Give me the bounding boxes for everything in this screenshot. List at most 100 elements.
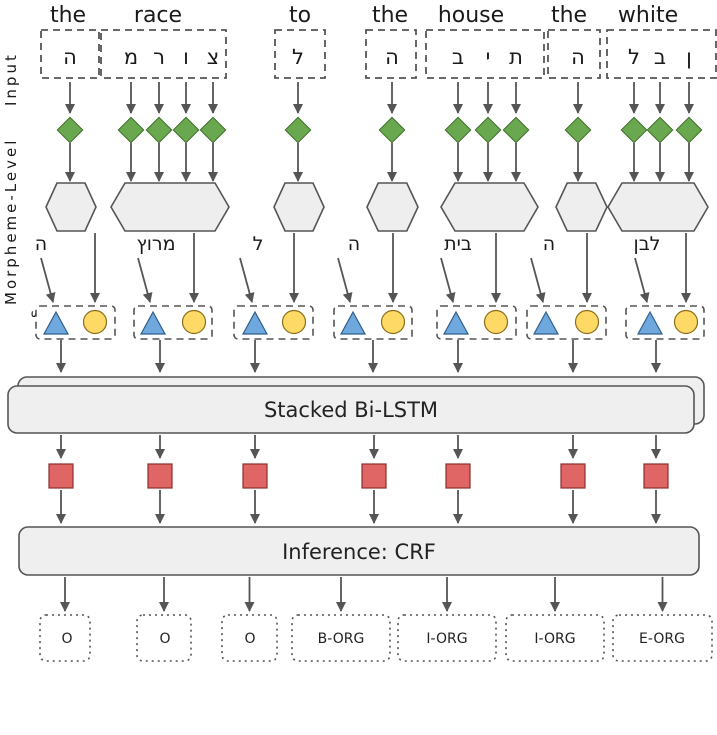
bilstm-label: Stacked Bi-LSTM bbox=[264, 398, 438, 422]
input-letter: ב bbox=[654, 45, 666, 69]
output-tag-box bbox=[505, 614, 605, 662]
char-embedding-diamond bbox=[444, 116, 472, 144]
output-tag-label: I-ORG bbox=[426, 631, 467, 647]
morpheme-text: ל bbox=[253, 233, 264, 255]
char-embedding-diamond bbox=[284, 116, 312, 144]
char-embedding-diamond bbox=[620, 116, 648, 144]
output-tag-box bbox=[291, 614, 391, 662]
input-letter: י bbox=[486, 45, 491, 69]
morpheme-text: לבן bbox=[634, 233, 661, 255]
english-word: the bbox=[372, 3, 408, 28]
input-letter: ת bbox=[509, 45, 523, 69]
char-embedding-diamond bbox=[564, 116, 592, 144]
input-letter-box bbox=[40, 29, 100, 79]
arrow bbox=[239, 257, 255, 303]
char-embedding-diamond bbox=[56, 116, 84, 144]
output-tag-label: O bbox=[244, 631, 255, 647]
output-column-6: I-ORG bbox=[505, 435, 605, 662]
output-tag-box bbox=[221, 614, 278, 662]
morpheme-embedding-triangle bbox=[532, 310, 560, 335]
morpheme-hexagon bbox=[45, 182, 97, 232]
morpheme-text: מרוץ bbox=[136, 233, 175, 255]
output-tag-box bbox=[612, 614, 713, 662]
english-word: the bbox=[50, 3, 86, 28]
english-word: white bbox=[618, 3, 678, 28]
side-label-morpheme-level: Morpheme-Level bbox=[2, 138, 20, 305]
input-letter: צ bbox=[207, 45, 219, 69]
input-letter: ה bbox=[63, 45, 77, 69]
output-tag-label: O bbox=[159, 631, 170, 647]
morpheme-hexagon bbox=[607, 182, 709, 232]
morpheme-text: ה bbox=[348, 233, 360, 255]
bilstm-block: Stacked Bi-LSTM bbox=[7, 376, 705, 434]
lstm-output-square bbox=[361, 463, 387, 489]
side-label-extra: s bbox=[26, 307, 44, 318]
word-embedding-circle bbox=[483, 309, 509, 335]
input-letter-box bbox=[100, 29, 227, 79]
char-embedding-diamond bbox=[646, 116, 674, 144]
word-embedding-circle bbox=[281, 309, 307, 335]
char-embedding-diamond bbox=[199, 116, 227, 144]
english-word: the bbox=[551, 3, 587, 28]
english-word: house bbox=[438, 3, 504, 28]
input-letter: מ bbox=[124, 45, 138, 69]
lstm-output-square bbox=[445, 463, 471, 489]
char-embedding-diamond bbox=[502, 116, 530, 144]
morpheme-hexagon bbox=[440, 182, 539, 232]
morpheme-embedding-triangle bbox=[139, 310, 167, 335]
bilstm-front-bar bbox=[7, 385, 695, 434]
output-column-1: O bbox=[39, 435, 91, 662]
crf-block: Inference: CRF bbox=[18, 526, 700, 576]
morpheme-embedding-triangle bbox=[42, 310, 70, 335]
morpheme-text: ה bbox=[543, 233, 555, 255]
output-tag-box bbox=[39, 614, 91, 662]
char-embedding-diamond bbox=[172, 116, 200, 144]
english-word: to bbox=[289, 3, 311, 28]
output-column-7: E-ORG bbox=[612, 435, 713, 662]
morpheme-embedding-triangle bbox=[636, 310, 664, 335]
arrow bbox=[137, 257, 153, 303]
morpheme-hexagon bbox=[273, 182, 325, 232]
crf-bar bbox=[18, 526, 700, 576]
input-letter: ר bbox=[153, 45, 165, 69]
morpheme-embedding-triangle bbox=[241, 310, 269, 335]
lstm-output-square bbox=[560, 463, 586, 489]
input-letter: ן bbox=[686, 45, 692, 69]
morpheme-text: בית bbox=[444, 233, 472, 255]
output-tag-box bbox=[397, 614, 497, 662]
crf-label: Inference: CRF bbox=[282, 540, 436, 564]
morpheme-embedding-triangle bbox=[339, 310, 367, 335]
input-letter: ל bbox=[292, 45, 304, 69]
lstm-output-square bbox=[242, 463, 268, 489]
output-tag-label: I-ORG bbox=[534, 631, 575, 647]
char-embedding-diamond bbox=[474, 116, 502, 144]
morpheme-hexagon bbox=[110, 182, 230, 232]
char-embedding-diamond bbox=[675, 116, 703, 144]
token-column-4: the ה ה bbox=[333, 3, 419, 373]
side-label-input: Input bbox=[2, 52, 20, 106]
output-tag-label: O bbox=[61, 631, 72, 647]
arrow bbox=[40, 257, 56, 303]
english-word: race bbox=[134, 3, 182, 28]
word-embedding-circle bbox=[181, 309, 207, 335]
token-column-3: to ל ל bbox=[233, 3, 326, 373]
input-letter-box bbox=[606, 29, 717, 79]
morpheme-hexagon bbox=[555, 182, 608, 232]
arrow bbox=[530, 257, 546, 303]
char-embedding-diamond bbox=[145, 116, 173, 144]
output-column-2: O bbox=[136, 435, 192, 662]
morpheme-embedding-triangle bbox=[442, 310, 470, 335]
input-letter-box bbox=[547, 29, 601, 79]
input-letter: ב bbox=[452, 45, 464, 69]
input-letter-box bbox=[274, 29, 326, 79]
word-embedding-circle bbox=[82, 309, 108, 335]
char-embedding-diamond bbox=[117, 116, 145, 144]
input-letter: ה bbox=[385, 45, 399, 69]
lstm-output-square bbox=[147, 463, 173, 489]
